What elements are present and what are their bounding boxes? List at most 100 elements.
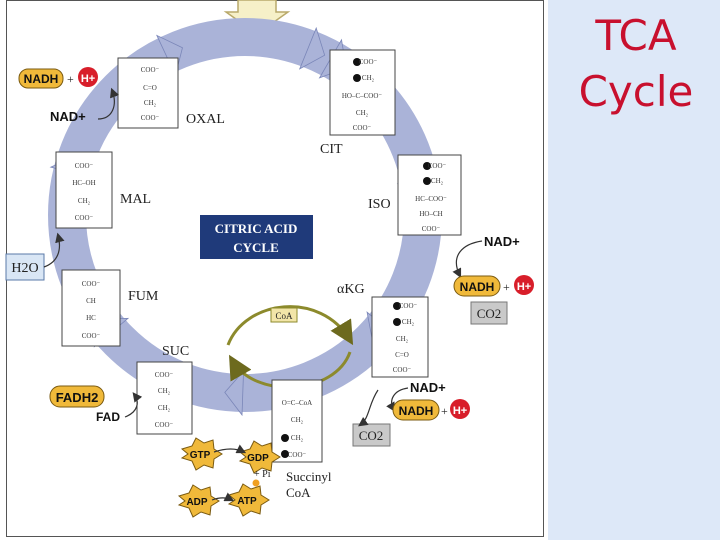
svg-text:ATP: ATP bbox=[237, 496, 257, 507]
akg-structure: COO⁻ CH₂ CH₂ C=O COO⁻ bbox=[371, 296, 429, 378]
svg-text:COO⁻: COO⁻ bbox=[155, 421, 174, 429]
succinyl-coa-label: CoA bbox=[286, 485, 311, 500]
ring-arrowhead bbox=[298, 26, 326, 70]
svg-text:H+: H+ bbox=[517, 281, 531, 293]
svg-text:CH₂: CH₂ bbox=[396, 335, 409, 343]
svg-text:COO⁻: COO⁻ bbox=[141, 66, 160, 74]
svg-text:COO⁻: COO⁻ bbox=[359, 58, 378, 66]
adp-arrow bbox=[211, 492, 235, 502]
svg-text:COO⁻: COO⁻ bbox=[155, 371, 174, 379]
svg-text:COO⁻: COO⁻ bbox=[75, 162, 94, 170]
adp-burst: ADP bbox=[177, 484, 220, 518]
svg-text:ADP: ADP bbox=[186, 497, 207, 508]
nadh-top: NADH bbox=[18, 68, 64, 89]
iso-structure: COO⁻ CH₂ HC–COO⁻ HO–CH COO⁻ bbox=[397, 154, 462, 236]
svg-text:HO–CH: HO–CH bbox=[419, 210, 442, 218]
svg-text:CO2: CO2 bbox=[359, 428, 384, 443]
fad-label: FAD bbox=[96, 410, 120, 424]
oxal-structure: COO⁻ C=O CH₂ COO⁻ bbox=[117, 57, 179, 129]
fum-structure: COO⁻ CH HC COO⁻ bbox=[61, 269, 121, 347]
ring-arrowhead bbox=[224, 369, 244, 417]
akg-label: αKG bbox=[337, 282, 365, 297]
suc-label: SUC bbox=[162, 344, 189, 359]
svg-text:CH₂: CH₂ bbox=[158, 404, 171, 412]
svg-text:H+: H+ bbox=[453, 405, 467, 417]
svg-text:HC: HC bbox=[86, 314, 96, 322]
svg-text:COO⁻: COO⁻ bbox=[422, 225, 441, 233]
svg-text:HO–C–COO⁻: HO–C–COO⁻ bbox=[342, 92, 383, 100]
h2o-arrow bbox=[43, 232, 65, 268]
center-label-line1: CITRIC ACID bbox=[215, 221, 298, 236]
pi-dot bbox=[252, 479, 260, 487]
tca-cycle-diagram: CoA CITRIC ACID CYCLE COO⁻ C=O CH₂ COO⁻ … bbox=[5, 0, 534, 518]
succinyl-coa-structure: O=C–CoA CH₂ CH₂ COO⁻ bbox=[271, 379, 323, 463]
svg-text:+: + bbox=[441, 404, 448, 418]
svg-text:+: + bbox=[503, 280, 510, 294]
svg-text:COO⁻: COO⁻ bbox=[399, 302, 418, 310]
iso-label: ISO bbox=[368, 197, 391, 212]
svg-text:CH₂: CH₂ bbox=[362, 74, 375, 82]
fum-label: FUM bbox=[128, 289, 159, 304]
svg-text:COO⁻: COO⁻ bbox=[141, 114, 160, 122]
nad-iso: NAD+ bbox=[484, 234, 520, 249]
svg-text:COO⁻: COO⁻ bbox=[393, 366, 412, 374]
cit-label: CIT bbox=[320, 142, 343, 157]
nad-top: NAD+ bbox=[50, 109, 86, 124]
co2-akg-arrow bbox=[358, 389, 379, 427]
nad-arrow-top bbox=[97, 87, 120, 120]
atp-burst: ATP bbox=[227, 483, 270, 517]
co2-iso: CO2 bbox=[470, 301, 508, 325]
nadh-akg: NADH bbox=[392, 399, 440, 421]
gtp-burst: GTP bbox=[180, 437, 223, 471]
svg-text:FADH2: FADH2 bbox=[56, 390, 99, 405]
svg-text:+: + bbox=[67, 72, 74, 86]
coa-arc-arrow bbox=[226, 305, 354, 346]
citric-acid-cycle-box bbox=[200, 215, 313, 259]
suc-structure: COO⁻ CH₂ CH₂ COO⁻ bbox=[136, 361, 193, 435]
coa-box bbox=[270, 307, 298, 323]
fad-arrow bbox=[124, 392, 143, 418]
svg-text:NADH: NADH bbox=[24, 72, 59, 86]
svg-text:NADH: NADH bbox=[460, 280, 495, 294]
gtp-arrow bbox=[213, 444, 247, 454]
h-plus-akg: H+ bbox=[450, 399, 470, 419]
fadh2-pill: FADH2 bbox=[49, 385, 105, 408]
nad-akg: NAD+ bbox=[410, 380, 446, 395]
svg-text:C=O: C=O bbox=[143, 84, 157, 92]
coa-label: CoA bbox=[275, 311, 293, 321]
gdp-burst: GDP bbox=[238, 440, 281, 474]
co2-akg: CO2 bbox=[352, 423, 391, 447]
center-label-line2: CYCLE bbox=[233, 240, 279, 255]
pi-label: + Pi bbox=[254, 469, 271, 480]
svg-text:COO⁻: COO⁻ bbox=[353, 124, 372, 132]
oxal-label: OXAL bbox=[186, 112, 225, 127]
h-plus-top: H+ bbox=[78, 67, 98, 87]
svg-text:COO⁻: COO⁻ bbox=[82, 332, 101, 340]
svg-text:COO⁻: COO⁻ bbox=[75, 214, 94, 222]
succinyl-label: Succinyl bbox=[286, 469, 332, 484]
svg-text:HC–OH: HC–OH bbox=[72, 179, 95, 187]
svg-text:CH₂: CH₂ bbox=[291, 434, 304, 442]
svg-text:H+: H+ bbox=[81, 73, 95, 85]
svg-text:C=O: C=O bbox=[395, 351, 409, 359]
slide-title: TCA Cycle bbox=[578, 11, 694, 116]
svg-text:HC–COO⁻: HC–COO⁻ bbox=[415, 195, 447, 203]
svg-text:COO⁻: COO⁻ bbox=[288, 451, 307, 459]
h-plus-iso: H+ bbox=[514, 275, 534, 295]
mal-structure: COO⁻ HC–OH CH₂ COO⁻ bbox=[55, 151, 113, 229]
svg-text:CH₂: CH₂ bbox=[158, 387, 171, 395]
svg-text:CH₂: CH₂ bbox=[144, 99, 157, 107]
svg-text:CH₂: CH₂ bbox=[356, 109, 369, 117]
nadh-iso: NADH bbox=[453, 275, 501, 297]
svg-text:COO⁻: COO⁻ bbox=[82, 280, 101, 288]
svg-text:CH₂: CH₂ bbox=[78, 197, 91, 205]
mal-label: MAL bbox=[120, 192, 151, 207]
svg-text:CH: CH bbox=[86, 297, 96, 305]
svg-text:NADH: NADH bbox=[399, 404, 434, 418]
svg-text:COO⁻: COO⁻ bbox=[428, 162, 447, 170]
nad-iso-arrow bbox=[452, 240, 483, 279]
svg-text:CH₂: CH₂ bbox=[402, 318, 415, 326]
svg-text:CO2: CO2 bbox=[477, 306, 502, 321]
cit-structure: COO⁻ CH₂ HO–C–COO⁻ CH₂ COO⁻ bbox=[329, 49, 396, 136]
h2o-box: H2O bbox=[5, 253, 45, 281]
